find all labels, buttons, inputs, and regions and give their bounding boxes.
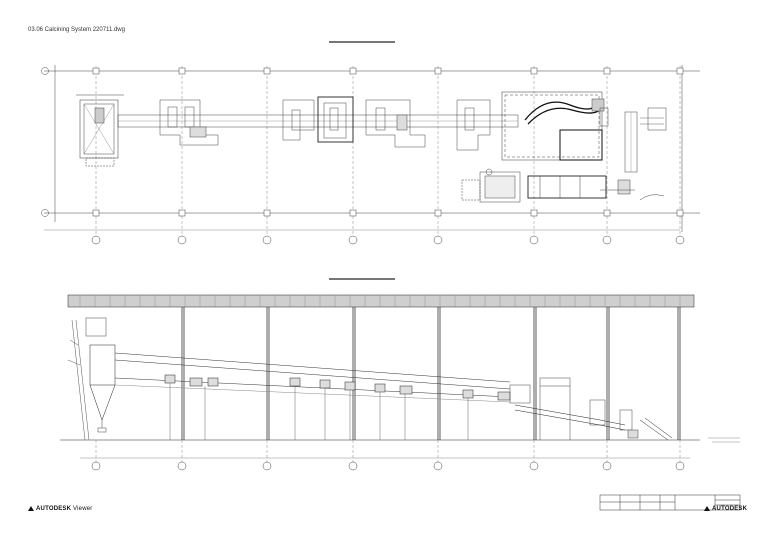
station-5: [456, 99, 491, 151]
autodesk-logo-icon: [28, 506, 34, 511]
station-3: [317, 96, 354, 143]
autodesk-logo: AUTODESK: [704, 506, 747, 512]
plan-view: [41, 41, 700, 245]
grid-bubble-b: [41, 209, 49, 217]
station-2: [282, 99, 315, 141]
station-1: [159, 99, 219, 146]
autodesk-logo-icon: [704, 506, 710, 511]
station-4: [365, 99, 426, 148]
file-title: 03.06 Calcining System 220711.dwg: [28, 27, 125, 33]
grid-bubble-a: [41, 67, 49, 75]
autodesk-viewer-logo: AUTODESK Viewer: [28, 506, 92, 512]
elevation-view: [60, 278, 740, 471]
title-block: [599, 494, 741, 511]
